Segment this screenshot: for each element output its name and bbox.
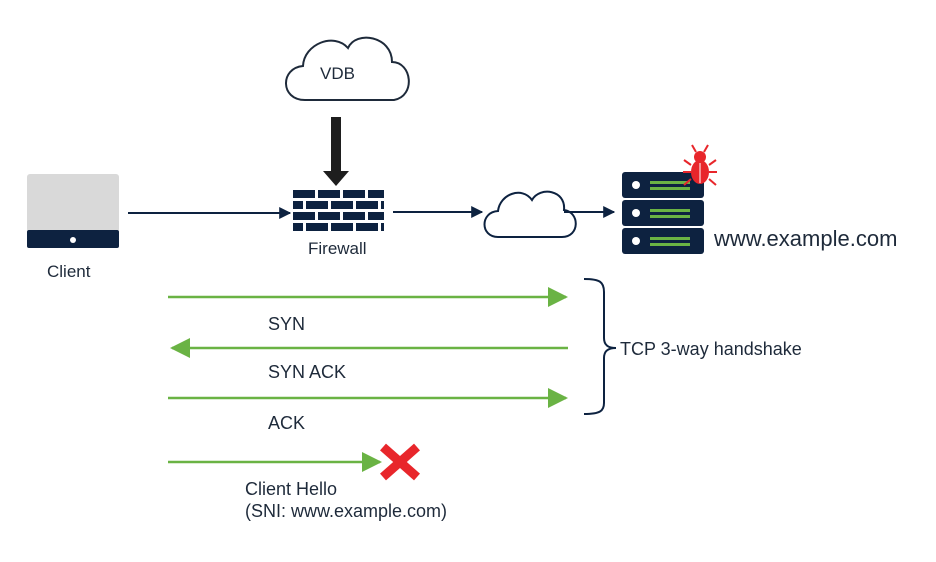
syn-label: SYN <box>268 314 306 334</box>
cloud-icon <box>285 36 410 101</box>
blocked-x-icon <box>380 443 420 481</box>
client-hello-label: Client Hello (SNI: www.example.com) <box>245 478 447 522</box>
client-hello-line1: Client Hello <box>245 479 338 499</box>
client-hello-line2: (SNI: www.example.com) <box>245 501 448 521</box>
server-domain-label: www.example.com <box>714 226 898 251</box>
vdb-update-arrow <box>323 117 349 186</box>
cloud-icon <box>483 190 577 238</box>
server-icon <box>622 172 704 254</box>
client-label: Client <box>47 262 91 281</box>
handshake-brace <box>583 278 617 415</box>
handshake-label: TCP 3-way handshake <box>620 339 802 359</box>
ack-label: ACK <box>268 413 306 433</box>
monitor-icon <box>27 174 119 248</box>
firewall-label: Firewall <box>308 239 367 258</box>
bug-icon <box>683 144 717 186</box>
firewall-icon <box>293 190 384 231</box>
vdb-label: VDB <box>320 64 355 83</box>
syn-ack-label: SYN ACK <box>268 362 347 382</box>
